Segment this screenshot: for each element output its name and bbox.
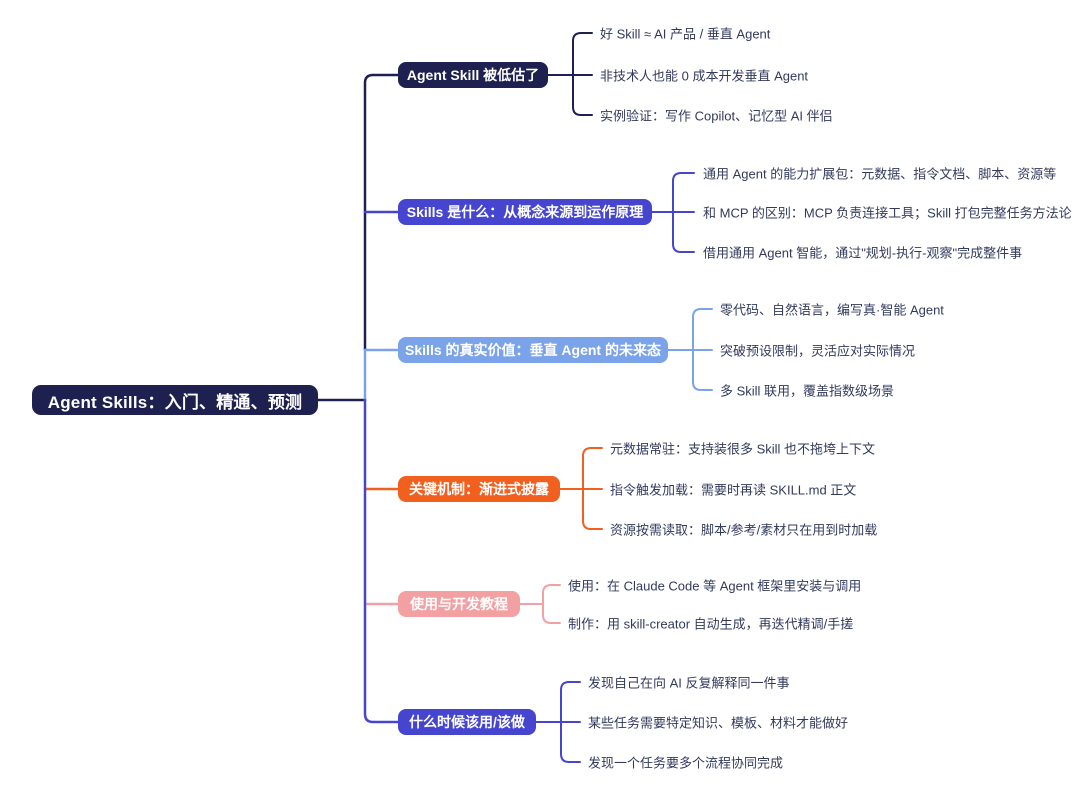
leaf-node[interactable]: 使用：在 Claude Code 等 Agent 框架里安装与调用 bbox=[568, 578, 862, 594]
leaf-node[interactable]: 多 Skill 联用，覆盖指数级场景 bbox=[720, 383, 895, 399]
branch-node-key-mechanism[interactable]: 关键机制：渐进式披露 bbox=[398, 476, 560, 502]
leaf-bracket-underrated bbox=[547, 32, 593, 116]
branch-node-when-to-use[interactable]: 什么时候该用/该做 bbox=[398, 709, 536, 735]
branch-node-usage-tutorial[interactable]: 使用与开发教程 bbox=[398, 591, 520, 617]
leaf-node[interactable]: 借用通用 Agent 智能，通过"规划-执行-观察"完成整件事 bbox=[703, 245, 1023, 261]
leaf-node[interactable]: 实例验证：写作 Copilot、记忆型 AI 伴侣 bbox=[600, 108, 833, 124]
branch-node-underrated[interactable]: Agent Skill 被低估了 bbox=[398, 62, 548, 88]
leaf-bracket-real-value bbox=[667, 308, 713, 391]
trunk-upper-line bbox=[363, 73, 400, 352]
leaf-node[interactable]: 制作：用 skill-creator 自动生成，再迭代精调/手搓 bbox=[568, 616, 854, 632]
leaf-node[interactable]: 好 Skill ≈ AI 产品 / 垂直 Agent bbox=[600, 26, 771, 42]
leaf-node[interactable]: 零代码、自然语言，编写真·智能 Agent bbox=[720, 302, 944, 318]
branch-node-what-are-skills[interactable]: Skills 是什么：从概念来源到运作原理 bbox=[398, 199, 652, 225]
leaf-node[interactable]: 突破预设限制，灵活应对实际情况 bbox=[720, 343, 916, 359]
leaf-node[interactable]: 和 MCP 的区别：MCP 负责连接工具；Skill 打包完整任务方法论 bbox=[703, 205, 1072, 221]
leaf-bracket-key-mechanism bbox=[559, 447, 603, 530]
trunk-lower-line bbox=[363, 398, 400, 724]
leaf-node[interactable]: 资源按需读取：脚本/参考/素材只在用到时加载 bbox=[610, 522, 878, 538]
leaf-bracket-when-to-use bbox=[535, 681, 581, 763]
branch-node-real-value[interactable]: Skills 的真实价值：垂直 Agent 的未来态 bbox=[398, 337, 668, 363]
leaf-node[interactable]: 某些任务需要特定知识、模板、材料才能做好 bbox=[588, 715, 849, 731]
leaf-node[interactable]: 非技术人也能 0 成本开发垂直 Agent bbox=[600, 68, 809, 84]
leaf-node[interactable]: 发现一个任务要多个流程协同完成 bbox=[588, 755, 784, 771]
leaf-node[interactable]: 指令触发加载：需要时再读 SKILL.md 正文 bbox=[610, 482, 857, 498]
leaf-node[interactable]: 元数据常驻：支持装很多 Skill 也不拖垮上下文 bbox=[610, 441, 876, 457]
leaf-bracket-usage-tutorial bbox=[517, 584, 561, 624]
leaf-node[interactable]: 发现自己在向 AI 反复解释同一件事 bbox=[588, 675, 790, 691]
root-node[interactable]: Agent Skills：入门、精通、预测 bbox=[32, 385, 318, 415]
leaf-node[interactable]: 通用 Agent 的能力扩展包：元数据、指令文档、脚本、资源等 bbox=[703, 166, 1057, 182]
leaf-bracket-what-are-skills bbox=[651, 172, 695, 253]
